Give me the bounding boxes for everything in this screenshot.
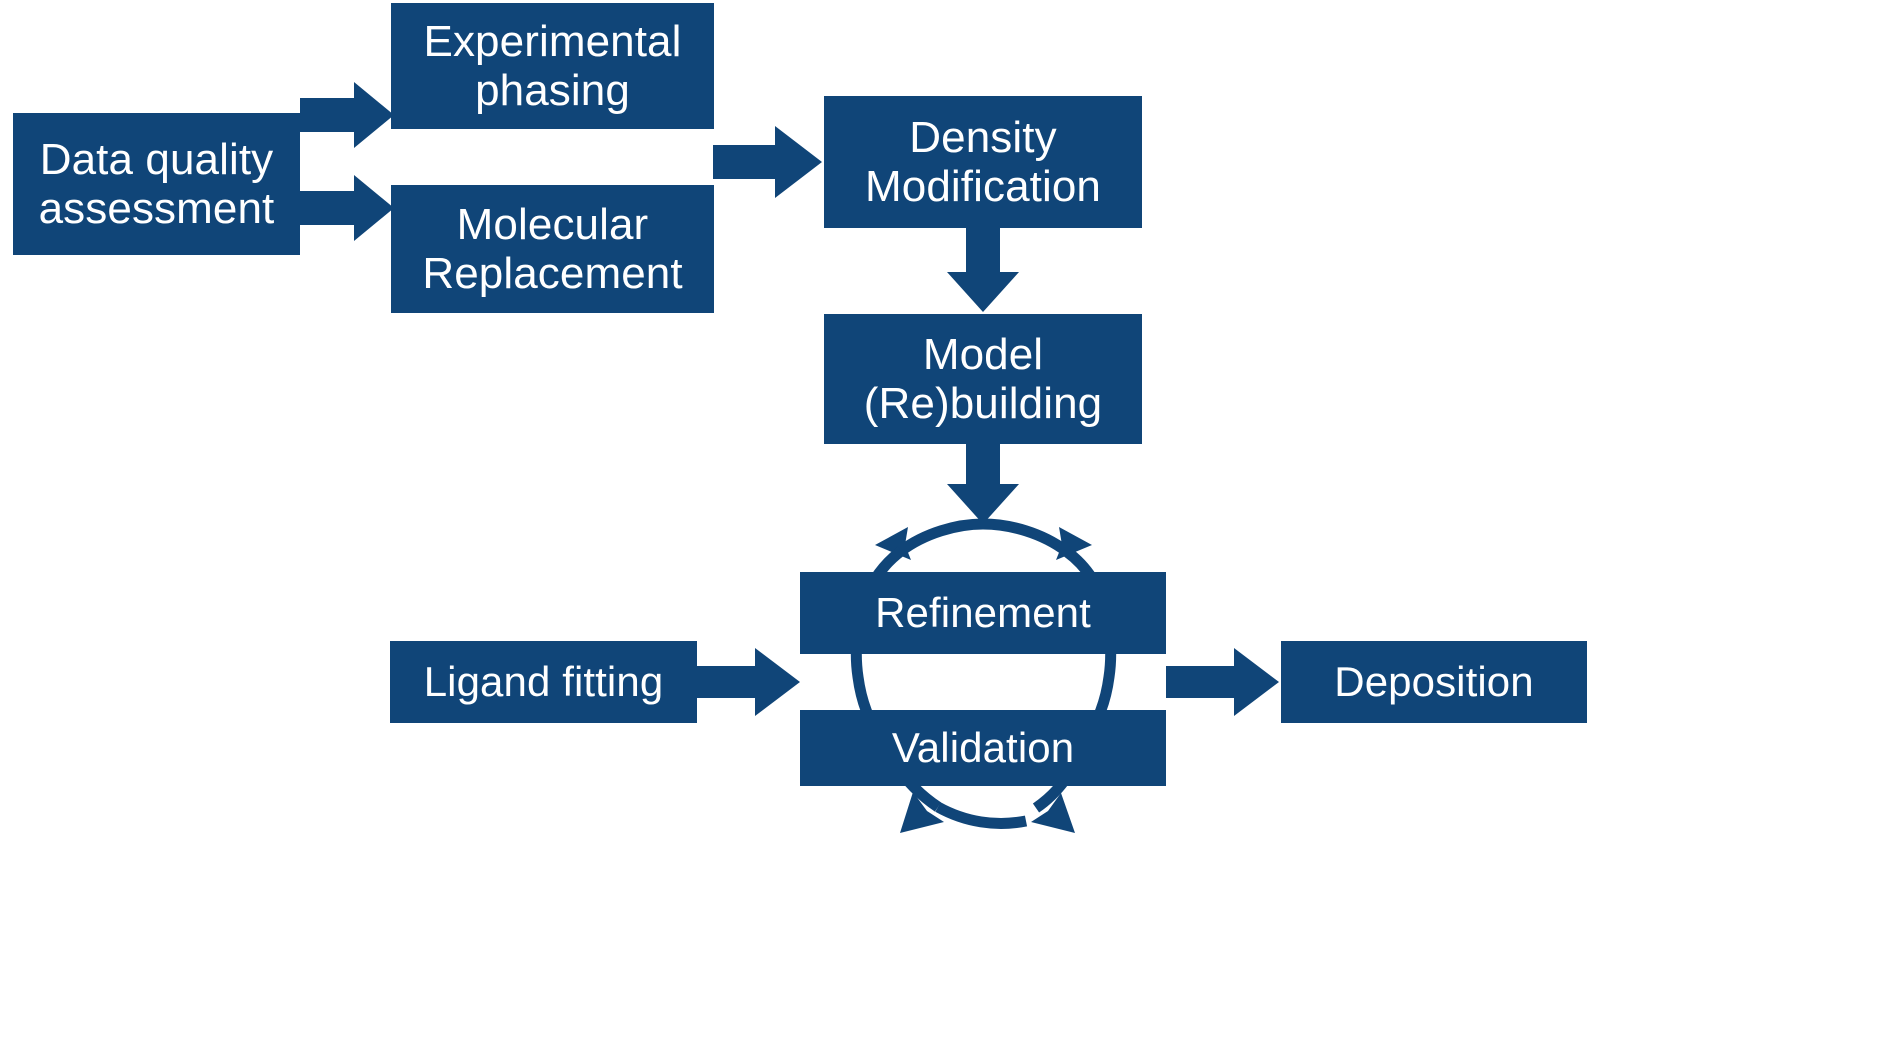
node-label: Deposition — [1334, 658, 1534, 706]
node-model-rebuilding[interactable]: Model(Re)building — [824, 314, 1142, 444]
node-label-line2: assessment — [38, 184, 275, 233]
arrow-phasing-to-density-modification — [713, 126, 822, 198]
arrow-data-quality-to-experimental-phasing — [300, 82, 394, 148]
arrow-refinement-to-deposition — [1166, 648, 1279, 716]
node-label-line1: Experimental — [423, 16, 682, 66]
node-deposition[interactable]: Deposition — [1281, 641, 1587, 723]
node-ligand-fitting[interactable]: Ligand fitting — [390, 641, 697, 723]
node-label: Ligand fitting — [423, 658, 664, 706]
node-label-line2: (Re)building — [863, 379, 1103, 428]
node-label-line1: Data quality — [39, 134, 274, 184]
node-refinement[interactable]: Refinement — [800, 572, 1166, 654]
node-label: Validation — [891, 724, 1075, 772]
arrow-model-rebuilding-to-refinement — [947, 444, 1019, 524]
node-label-line1: Model — [922, 329, 1044, 379]
arrow-data-quality-to-molecular-replacement — [300, 175, 394, 241]
node-label-line2: Replacement — [422, 249, 683, 298]
arrow-density-modification-to-model-rebuilding — [947, 228, 1019, 312]
node-label-line2: Modification — [865, 162, 1101, 211]
node-label-line1: Molecular — [456, 199, 649, 249]
arrow-ligand-fitting-to-refinement — [697, 648, 800, 716]
node-label: Refinement — [875, 589, 1091, 637]
node-label-line1: Density — [909, 112, 1057, 162]
node-label-line2: phasing — [475, 66, 630, 115]
node-label: Model(Re)building — [824, 330, 1142, 429]
node-validation[interactable]: Validation — [800, 710, 1166, 786]
